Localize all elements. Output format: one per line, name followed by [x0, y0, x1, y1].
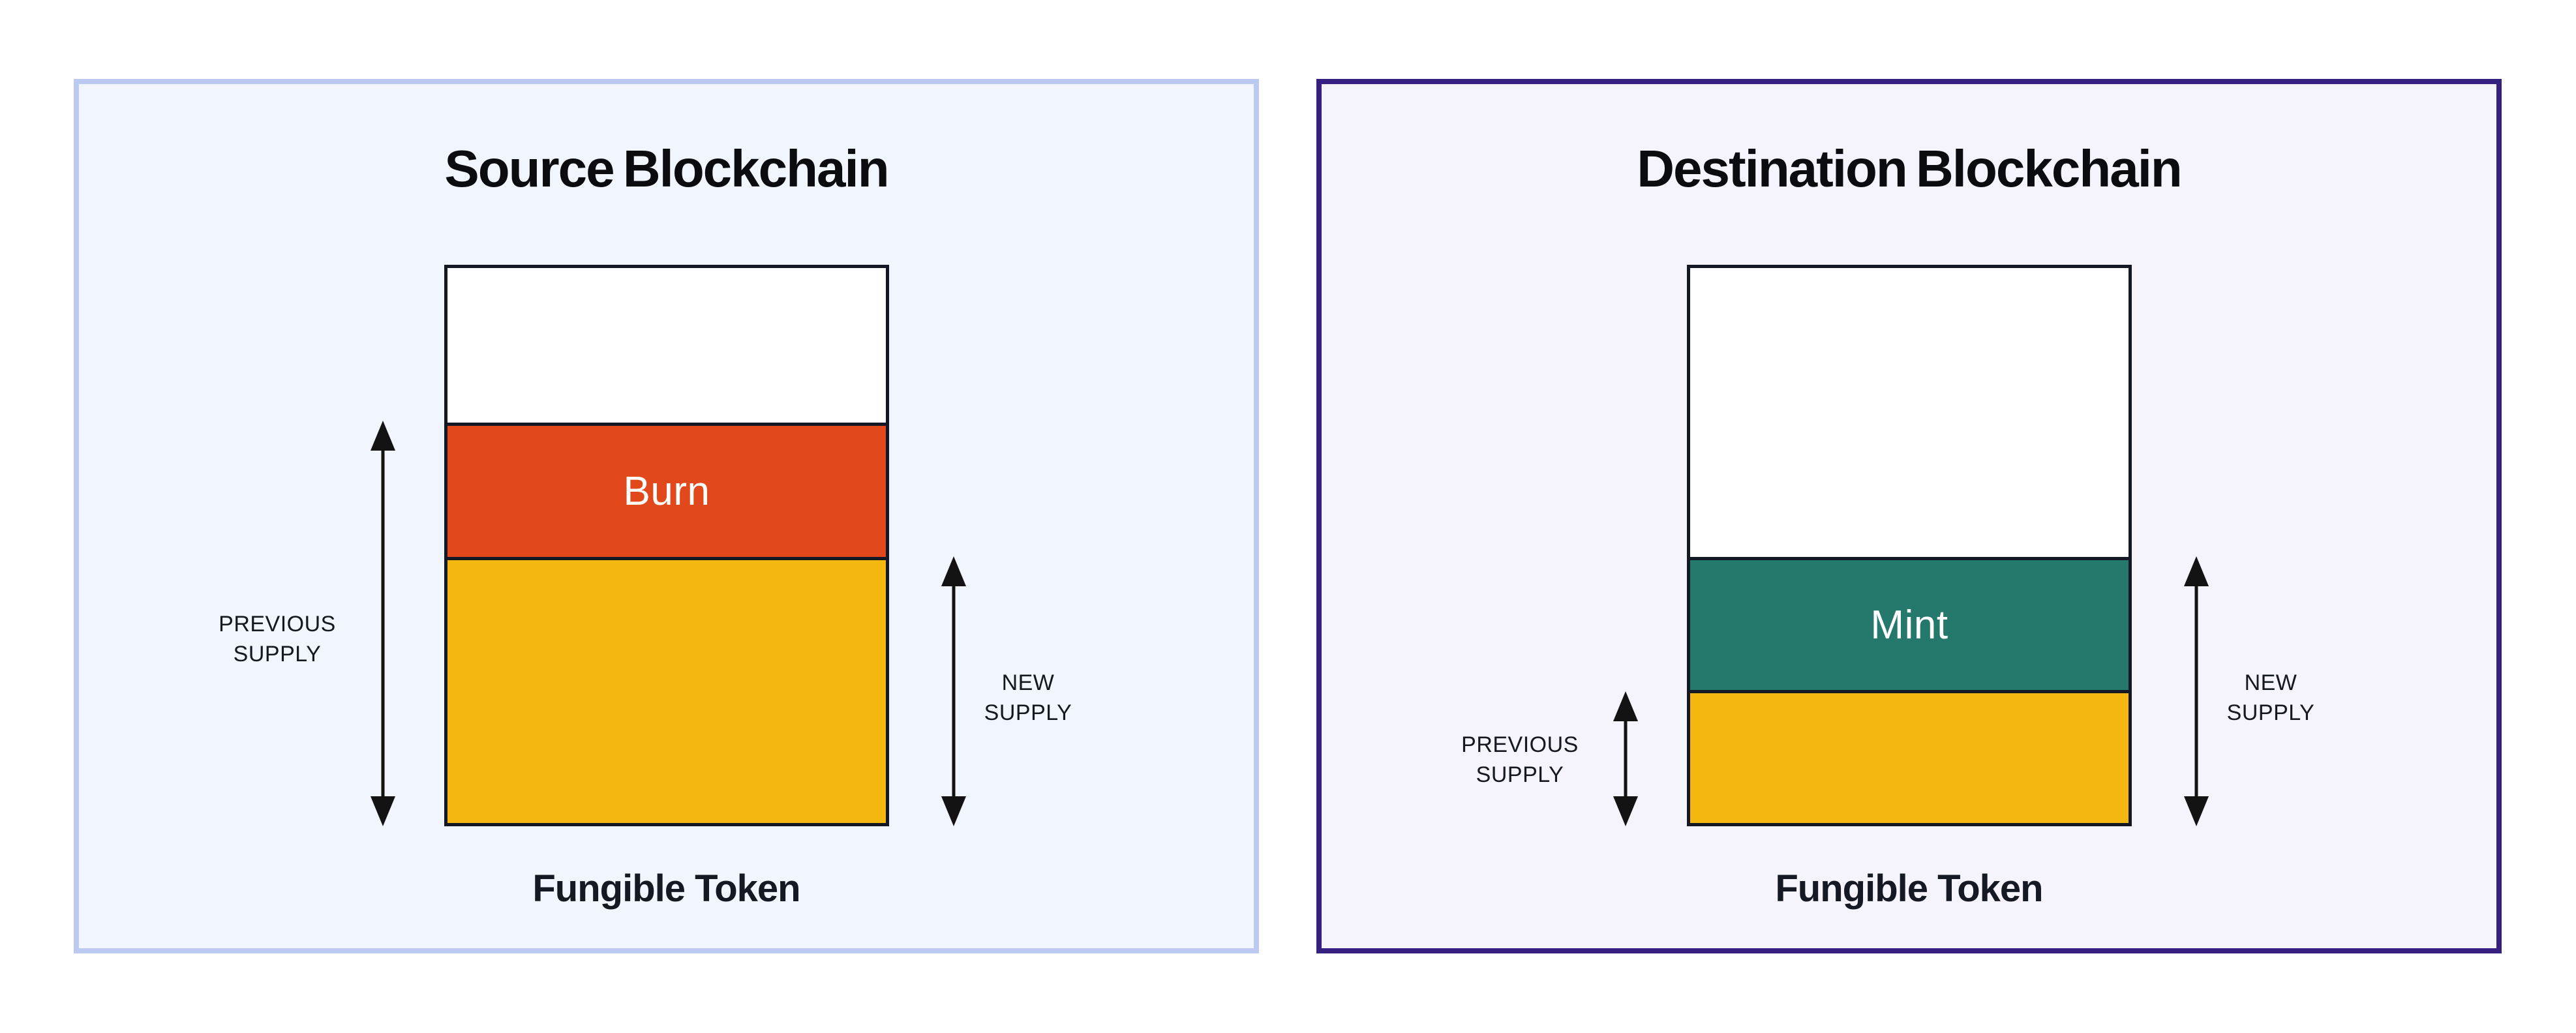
- token-supply-bar: Mint: [1687, 265, 2132, 826]
- new-supply-label: NEW SUPPLY: [2186, 668, 2356, 728]
- new-supply-arrow: [941, 556, 966, 826]
- panel-destination-blockchain: Destination Blockchain Mint PREVIOUS SUP…: [1316, 79, 2502, 953]
- fungible-token-label: Fungible Token: [1775, 867, 2043, 910]
- previous-supply-arrow: [371, 421, 395, 826]
- segment-unallocated: [447, 268, 886, 423]
- segment-unallocated: [1690, 268, 2129, 557]
- previous-supply-label: PREVIOUS SUPPLY: [179, 609, 375, 669]
- new-supply-label-line1: NEW: [2244, 670, 2297, 695]
- previous-supply-label: PREVIOUS SUPPLY: [1422, 730, 1618, 790]
- segment-mint: Mint: [1690, 556, 2129, 690]
- new-supply-label-line2: SUPPLY: [2226, 700, 2315, 725]
- new-supply-label-line1: NEW: [1001, 670, 1055, 695]
- page-title: Source Blockchain: [444, 140, 889, 198]
- segment-burn: Burn: [447, 422, 886, 557]
- panel-source-blockchain: Source Blockchain Burn PREVIOUS SUPPLY N…: [74, 79, 1259, 953]
- token-supply-bar: Burn: [444, 265, 889, 826]
- mint-label: Mint: [1870, 602, 1948, 648]
- new-supply-label-line2: SUPPLY: [984, 700, 1072, 725]
- fungible-token-label: Fungible Token: [532, 867, 800, 910]
- segment-remaining-supply: [447, 556, 886, 823]
- previous-supply-arrow: [1613, 691, 1638, 826]
- new-supply-label: NEW SUPPLY: [943, 668, 1113, 728]
- burn-label: Burn: [623, 468, 710, 514]
- previous-supply-label-line1: PREVIOUS: [219, 612, 336, 636]
- page-title: Destination Blockchain: [1637, 140, 2183, 198]
- new-supply-arrow: [2184, 556, 2209, 826]
- previous-supply-label-line2: SUPPLY: [233, 642, 322, 666]
- previous-supply-label-line1: PREVIOUS: [1461, 732, 1579, 757]
- segment-previous-supply: [1690, 689, 2129, 823]
- previous-supply-label-line2: SUPPLY: [1476, 762, 1564, 787]
